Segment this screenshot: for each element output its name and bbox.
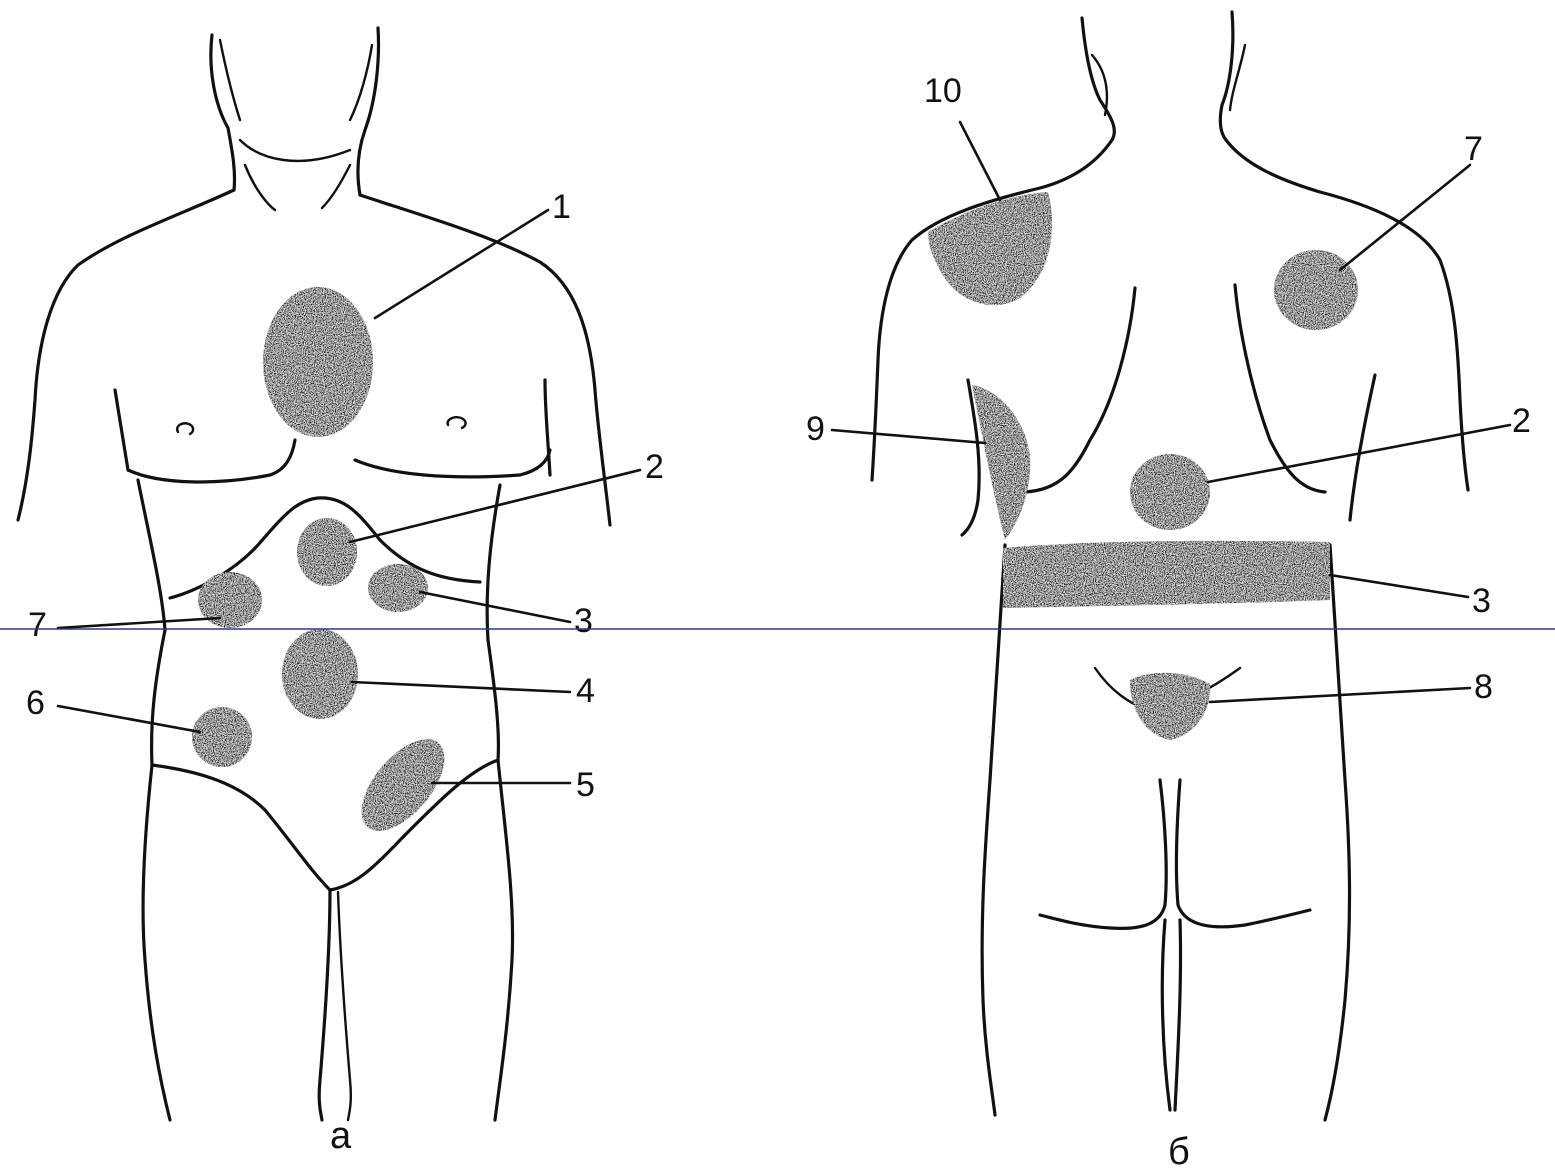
front-zone-4 [282, 629, 358, 719]
front-number-4: 4 [576, 672, 595, 710]
front-panel-label: а [330, 1115, 352, 1157]
front-number-7: 7 [28, 606, 47, 644]
back-number-2: 2 [1512, 402, 1531, 440]
front-zone-6 [192, 707, 252, 767]
back-zone-9 [972, 385, 1030, 540]
front-number-5: 5 [576, 766, 595, 804]
back-number-7: 7 [1464, 130, 1483, 168]
back-number-8: 8 [1474, 668, 1493, 706]
front-figure: 1 2 3 7 4 6 5 а [18, 28, 664, 1157]
front-zone-5 [346, 725, 460, 845]
back-zone-3 [1003, 541, 1330, 608]
front-number-2: 2 [645, 448, 664, 486]
back-zone-2 [1130, 454, 1210, 530]
back-panel-label: б [1168, 1131, 1190, 1169]
front-number-3: 3 [574, 602, 593, 640]
front-number-6: 6 [26, 684, 45, 722]
front-number-1: 1 [552, 188, 571, 226]
back-figure: 10 7 9 2 3 8 б [806, 12, 1531, 1169]
back-zone-10 [928, 192, 1052, 305]
front-zone-3 [368, 564, 428, 612]
back-zone-7 [1274, 250, 1358, 330]
back-number-9: 9 [806, 410, 825, 448]
back-number-3: 3 [1472, 582, 1491, 620]
back-zone-8 [1130, 673, 1210, 740]
back-number-10: 10 [924, 72, 962, 110]
front-zone-2 [297, 518, 357, 586]
front-zone-1 [263, 287, 373, 437]
